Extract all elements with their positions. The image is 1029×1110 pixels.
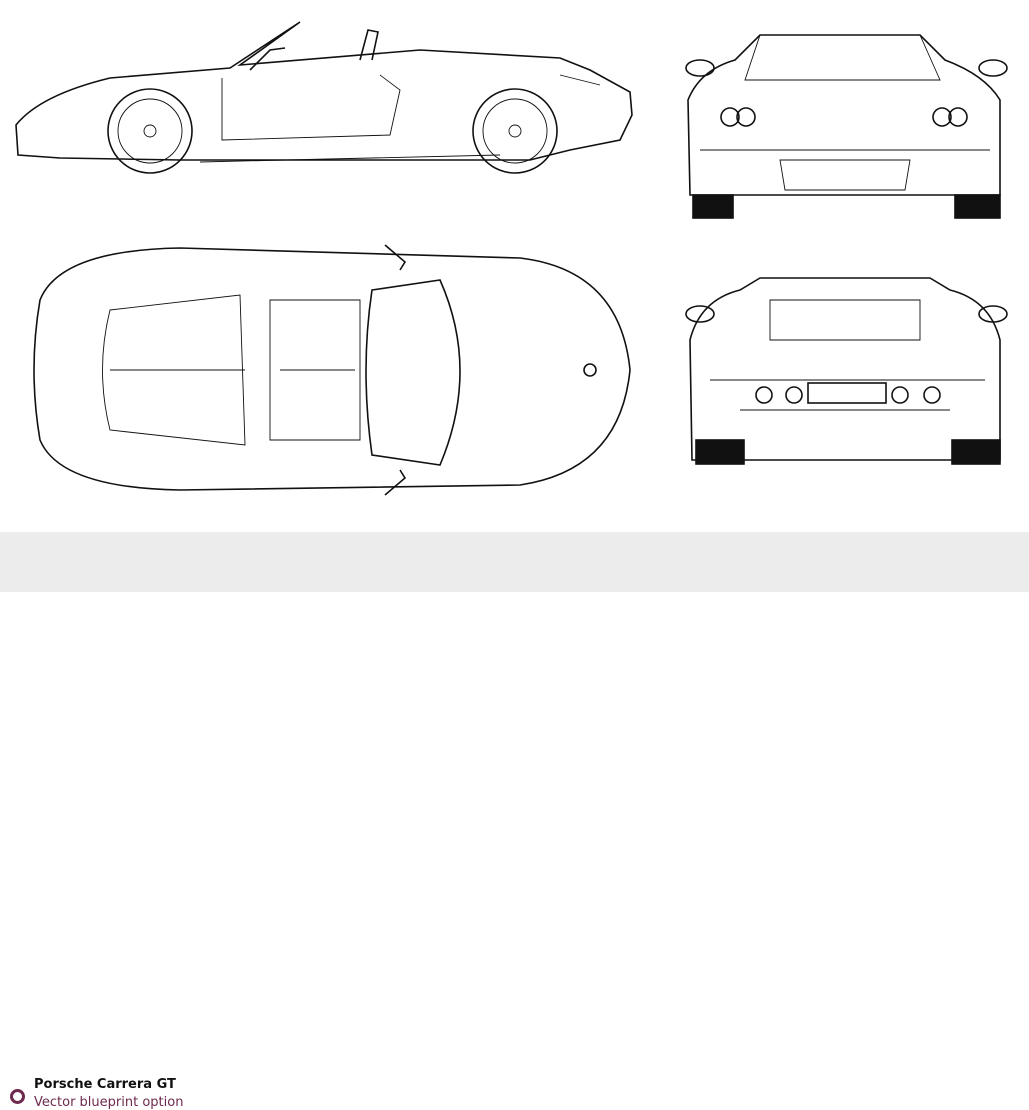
ring-bullet-icon [10,1089,25,1104]
top-view [33,244,631,496]
front-wheel [107,88,193,174]
front-view [685,34,1008,219]
caption-title: Porsche Carrera GT [34,1077,176,1092]
rear-view [685,277,1008,465]
car-blueprint-drawing [15,21,1008,496]
caption-bar: Porsche Carrera GT Vector blueprint opti… [0,532,1029,1110]
caption-subtitle: Vector blueprint option [34,1095,184,1110]
rear-wheel [472,88,558,174]
side-view [15,21,633,174]
